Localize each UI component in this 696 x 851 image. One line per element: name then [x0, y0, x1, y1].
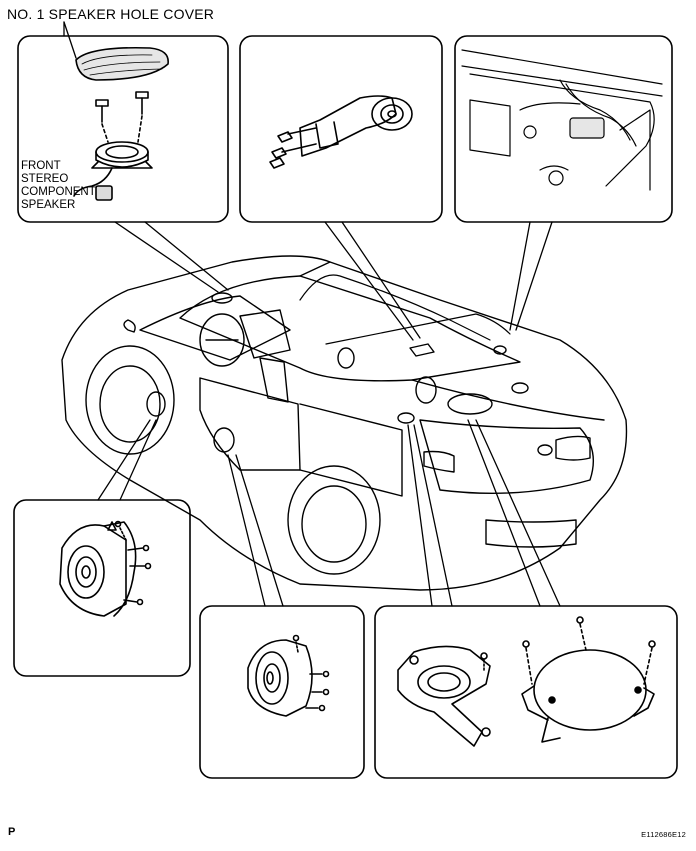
panel-rear-door-speaker	[199, 605, 365, 779]
rear-wire-harness-illustration	[461, 49, 663, 191]
label-line-stereo: STEREO	[21, 173, 69, 185]
label-line-component: COMPONENT	[21, 186, 96, 198]
speaker-bracket-illustration	[269, 95, 413, 169]
panel-front-stereo-component-speaker	[17, 35, 229, 223]
diagram-title: NO. 1 SPEAKER HOLE COVER	[7, 6, 215, 22]
panel-speaker-bracket	[239, 35, 443, 223]
rear-door-speaker-illustration	[247, 634, 330, 717]
panel-front-door-speaker	[13, 499, 191, 677]
vehicle-illustration	[61, 255, 628, 591]
front-stereo-component-speaker-label: FRONT STEREO COMPONENT SPEAKER	[21, 160, 96, 212]
hole-cover-and-tweeter-illustration	[73, 46, 169, 201]
panel-rear-wire-harness	[454, 35, 673, 223]
front-door-speaker-illustration	[59, 520, 152, 617]
leader-lines	[63, 21, 561, 607]
label-line-speaker: SPEAKER	[21, 199, 76, 211]
illustration-code: E112686E12	[641, 830, 686, 839]
panel-rear-package-tray-speakers	[374, 605, 678, 779]
package-tray-speakers-illustration	[397, 616, 656, 747]
label-line-front: FRONT	[21, 160, 61, 172]
corner-code-left: P	[8, 826, 16, 838]
